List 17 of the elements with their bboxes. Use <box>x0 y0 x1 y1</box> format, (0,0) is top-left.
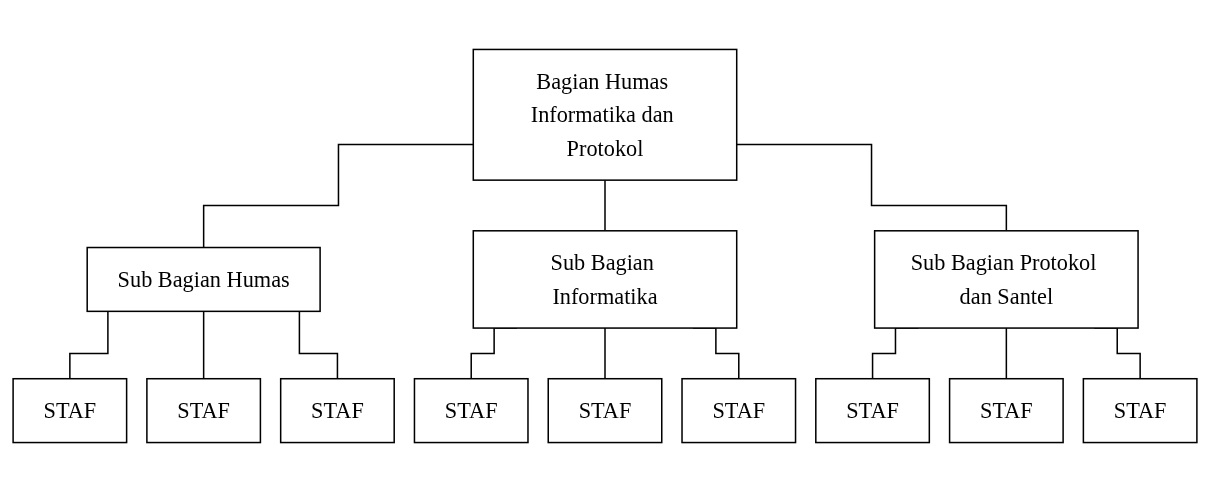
node-box: STAF <box>681 377 797 444</box>
node-box: Sub Bagian Protokol dan Santel <box>873 230 1139 329</box>
connector <box>202 310 205 380</box>
node-box: STAF <box>948 377 1064 444</box>
node-box: STAF <box>146 377 262 444</box>
connector <box>1005 327 1008 380</box>
node-box: STAF <box>413 377 529 444</box>
node-box: Bagian Humas Informatika dan Protokol <box>472 48 738 181</box>
connector <box>604 179 606 232</box>
node-box: Sub Bagian Humas <box>86 246 321 313</box>
node-box: STAF <box>815 377 931 444</box>
node-box: Sub Bagian Informatika <box>472 230 738 329</box>
node-box: STAF <box>12 377 128 444</box>
node-box: STAF <box>547 377 663 444</box>
connector <box>604 327 606 380</box>
node-box: STAF <box>279 377 395 444</box>
node-box: STAF <box>1082 377 1198 444</box>
